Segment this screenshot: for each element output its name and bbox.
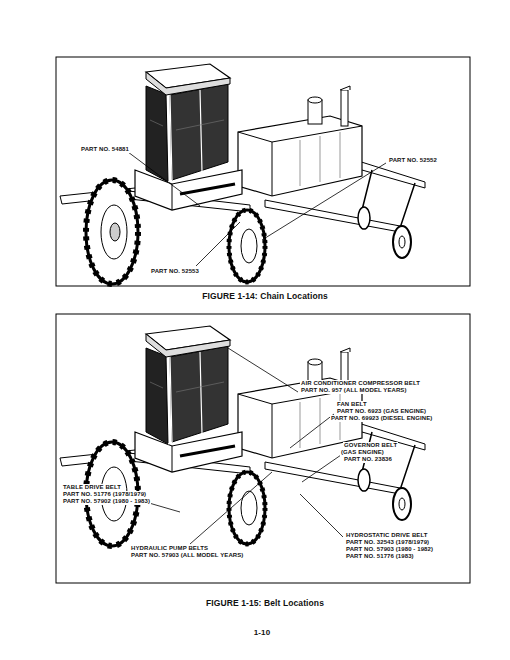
part-label: PART NO. 52552: [388, 157, 438, 164]
part-label: PART NO. 51776 (1978/1979): [62, 491, 147, 498]
figure-caption: FIGURE 1-15: Belt Locations: [204, 598, 326, 608]
part-label: HYDROSTATIC DRIVE BELT: [345, 532, 429, 539]
part-label: AIR CONDITIONER COMPRESSOR BELT: [300, 380, 421, 387]
part-label: GOVERNOR BELT: [343, 442, 398, 449]
part-label: PART NO. 51776 (1983): [345, 553, 415, 560]
part-label: PART NO. 69923 (DIESEL ENGINE): [330, 415, 433, 422]
part-label: PART NO. 23836: [343, 456, 393, 463]
part-label: PART NO. 57903 (ALL MODEL YEARS): [130, 552, 244, 559]
part-label: PART NO. 57902 (1980 - 1983): [62, 498, 151, 505]
part-label: FAN BELT: [336, 401, 368, 408]
part-label: (GAS ENGINE): [340, 449, 385, 456]
figure-caption: FIGURE 1-14: Chain Locations: [200, 291, 330, 301]
part-label: HYDRAULIC PUMP BELTS: [130, 545, 209, 552]
part-label: TABLE DRIVE BELT: [62, 484, 122, 491]
part-label: PART NO. 32543 (1978/1979): [345, 539, 430, 546]
part-label: PART NO. 54881: [80, 146, 130, 153]
part-label: PART NO. 6923 (GAS ENGINE): [336, 408, 427, 415]
page-number: 1-10: [253, 628, 271, 638]
part-label: PART NO. 957 (ALL MODEL YEARS): [300, 387, 408, 394]
part-label: PART NO. 52553: [150, 268, 200, 275]
part-label: PART NO. 57903 (1980 - 1982): [345, 546, 434, 553]
